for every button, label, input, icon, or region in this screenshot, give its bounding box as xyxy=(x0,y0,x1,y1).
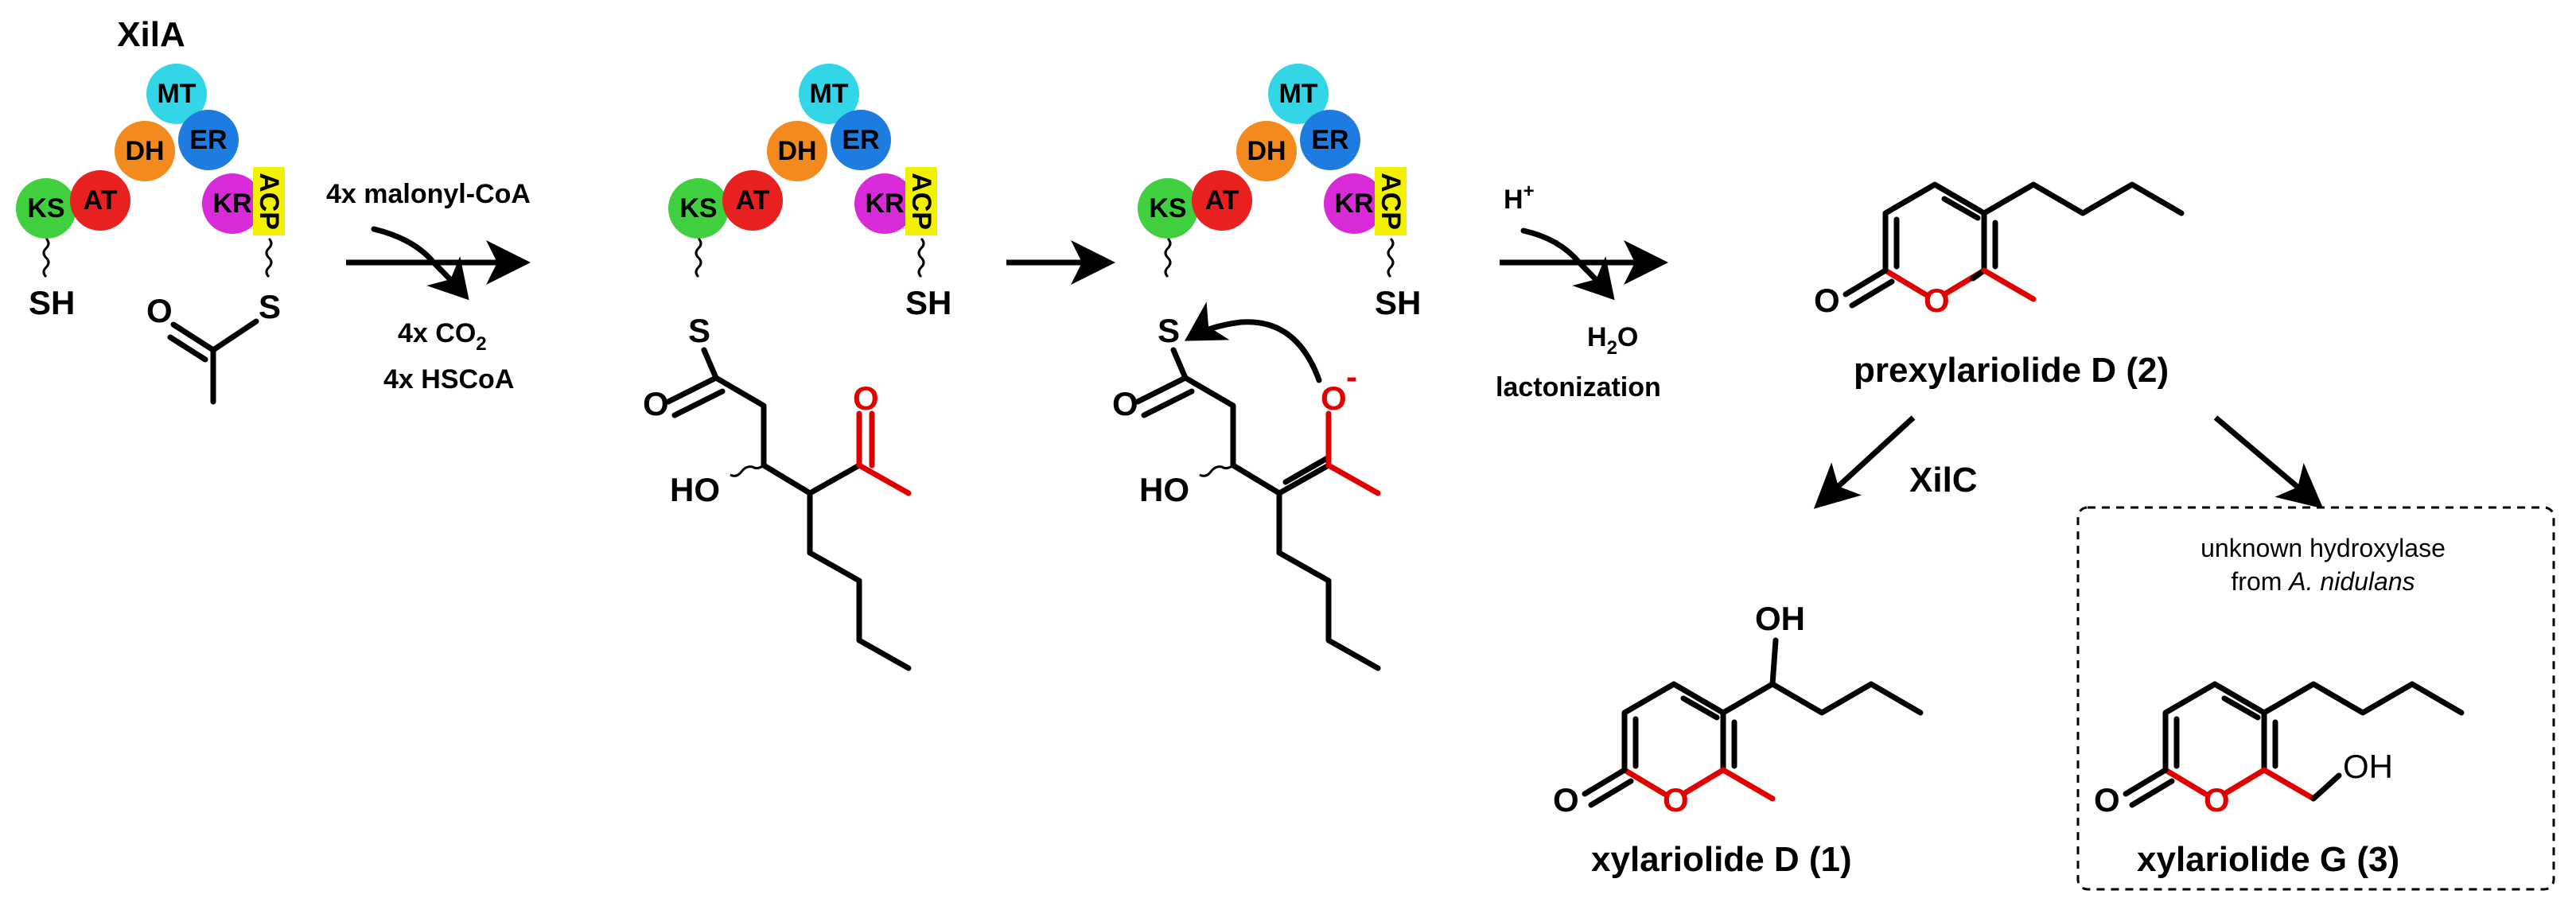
ring-o-g: O xyxy=(2204,781,2230,819)
ring-o: O xyxy=(1924,282,1950,319)
co2-byproduct: 4x CO2 xyxy=(398,318,487,355)
malonyl-coa-reagent: 4x malonyl-CoA xyxy=(326,179,531,209)
at-domain-label: AT xyxy=(736,185,770,216)
svg-text:KR: KR xyxy=(212,189,251,219)
hscoa-byproduct: 4x HSCoA xyxy=(383,364,514,395)
ketone-o: O xyxy=(853,379,879,417)
ks-thioester-s: S xyxy=(688,312,710,349)
lactone-carbonyl-o: O xyxy=(1814,282,1840,319)
step1-arrow: 4x malonyl-CoA 4x CO2 4x HSCoA xyxy=(326,179,531,395)
xylariolide-d-label: xylariolide D (1) xyxy=(1591,840,1852,879)
er-domain-label: ER xyxy=(842,125,879,155)
lactonization-label: lactonization xyxy=(1496,372,1661,402)
thioester-carbonyl-o-2: O xyxy=(1112,385,1138,422)
kr-domain: KR xyxy=(202,173,263,234)
dh-domain-label-2: DH xyxy=(1247,136,1286,166)
water-byproduct: H2O xyxy=(1587,322,1638,359)
intermediate-1: MT DH ER KS AT KR ACP SH S O HO O xyxy=(643,64,951,671)
enolate-charge: - xyxy=(1346,358,1357,395)
hydroxyl-ho: HO xyxy=(670,471,720,508)
step3-arrow: H+ H2O lactonization xyxy=(1496,181,1668,402)
acp-thiol: SH xyxy=(905,284,951,321)
thioester-carbonyl-o: O xyxy=(643,385,669,422)
hydroxylase-line2: from A. nidulans xyxy=(2231,567,2415,596)
xila-enzyme: XilA MT DH ER KS AT KR ACP SH S O xyxy=(16,15,285,405)
ks-domain: KS xyxy=(16,178,76,239)
acp-domain-label: ACP xyxy=(906,173,936,230)
proton-reagent: H+ xyxy=(1504,181,1535,215)
at-domain-label-2: AT xyxy=(1205,185,1239,216)
prexylariolide-structure: O O prexylariolide D (2) xyxy=(1814,181,2185,390)
xylariolide-g-label: xylariolide G (3) xyxy=(2137,840,2399,879)
hydroxylase-line1: unknown hydroxylase xyxy=(2200,534,2446,562)
dh-domain: DH xyxy=(115,121,175,181)
lactone-carbonyl-o-d: O xyxy=(1553,781,1579,819)
mt-domain-label: MT xyxy=(809,79,848,109)
hydroxylase-arrow xyxy=(2213,415,2324,509)
ks-domain-label: KS xyxy=(679,193,717,224)
hydroxyl-ho-2: HO xyxy=(1139,471,1189,508)
er-domain: ER xyxy=(178,110,239,170)
acp-domain: ACP xyxy=(253,167,285,235)
acp-domain-label-2: ACP xyxy=(1376,173,1406,230)
ks-thioester-s-2: S xyxy=(1158,312,1180,349)
acp-thiol-2: SH xyxy=(1375,284,1421,321)
prexylariolide-label: prexylariolide D (2) xyxy=(1854,351,2169,390)
svg-text:MT: MT xyxy=(157,79,196,109)
xilc-arrow xyxy=(1813,415,1916,509)
xila-label: XilA xyxy=(117,15,185,54)
xilc-label: XilC xyxy=(1909,461,1978,500)
dh-domain-label: DH xyxy=(777,136,816,166)
svg-text:AT: AT xyxy=(84,185,118,216)
svg-text:ACP: ACP xyxy=(254,173,284,230)
intermediate-2: MT DH ER KS AT KR ACP SH S O HO O - xyxy=(1112,64,1421,671)
at-domain: AT xyxy=(70,170,130,231)
kr-domain-label: KR xyxy=(865,189,904,219)
hydroxymethyl-oh-g: OH xyxy=(2343,748,2393,785)
mt-domain: MT xyxy=(146,64,207,124)
xylariolide-d-structure: O O OH xylariolide D (1) xyxy=(1553,600,1924,879)
acetyl-carbonyl-o: O xyxy=(146,292,173,329)
svg-text:ER: ER xyxy=(189,125,227,155)
lactone-carbonyl-o-g: O xyxy=(2094,781,2120,819)
ks-domain-label-2: KS xyxy=(1149,193,1186,224)
kr-domain-label-2: KR xyxy=(1334,189,1373,219)
svg-text:DH: DH xyxy=(125,136,164,166)
acp-thioester-s: S xyxy=(259,288,281,325)
enolate-o: O xyxy=(1321,379,1347,417)
xylariolide-g-box: unknown hydroxylase from A. nidulans O O… xyxy=(2076,506,2555,891)
ks-thiol: SH xyxy=(29,284,75,321)
ring-o-d: O xyxy=(1663,781,1689,819)
hydroxyl-oh-d: OH xyxy=(1755,600,1805,637)
svg-text:KS: KS xyxy=(27,193,64,224)
er-domain-label-2: ER xyxy=(1311,125,1348,155)
mt-domain-label-2: MT xyxy=(1278,79,1317,109)
